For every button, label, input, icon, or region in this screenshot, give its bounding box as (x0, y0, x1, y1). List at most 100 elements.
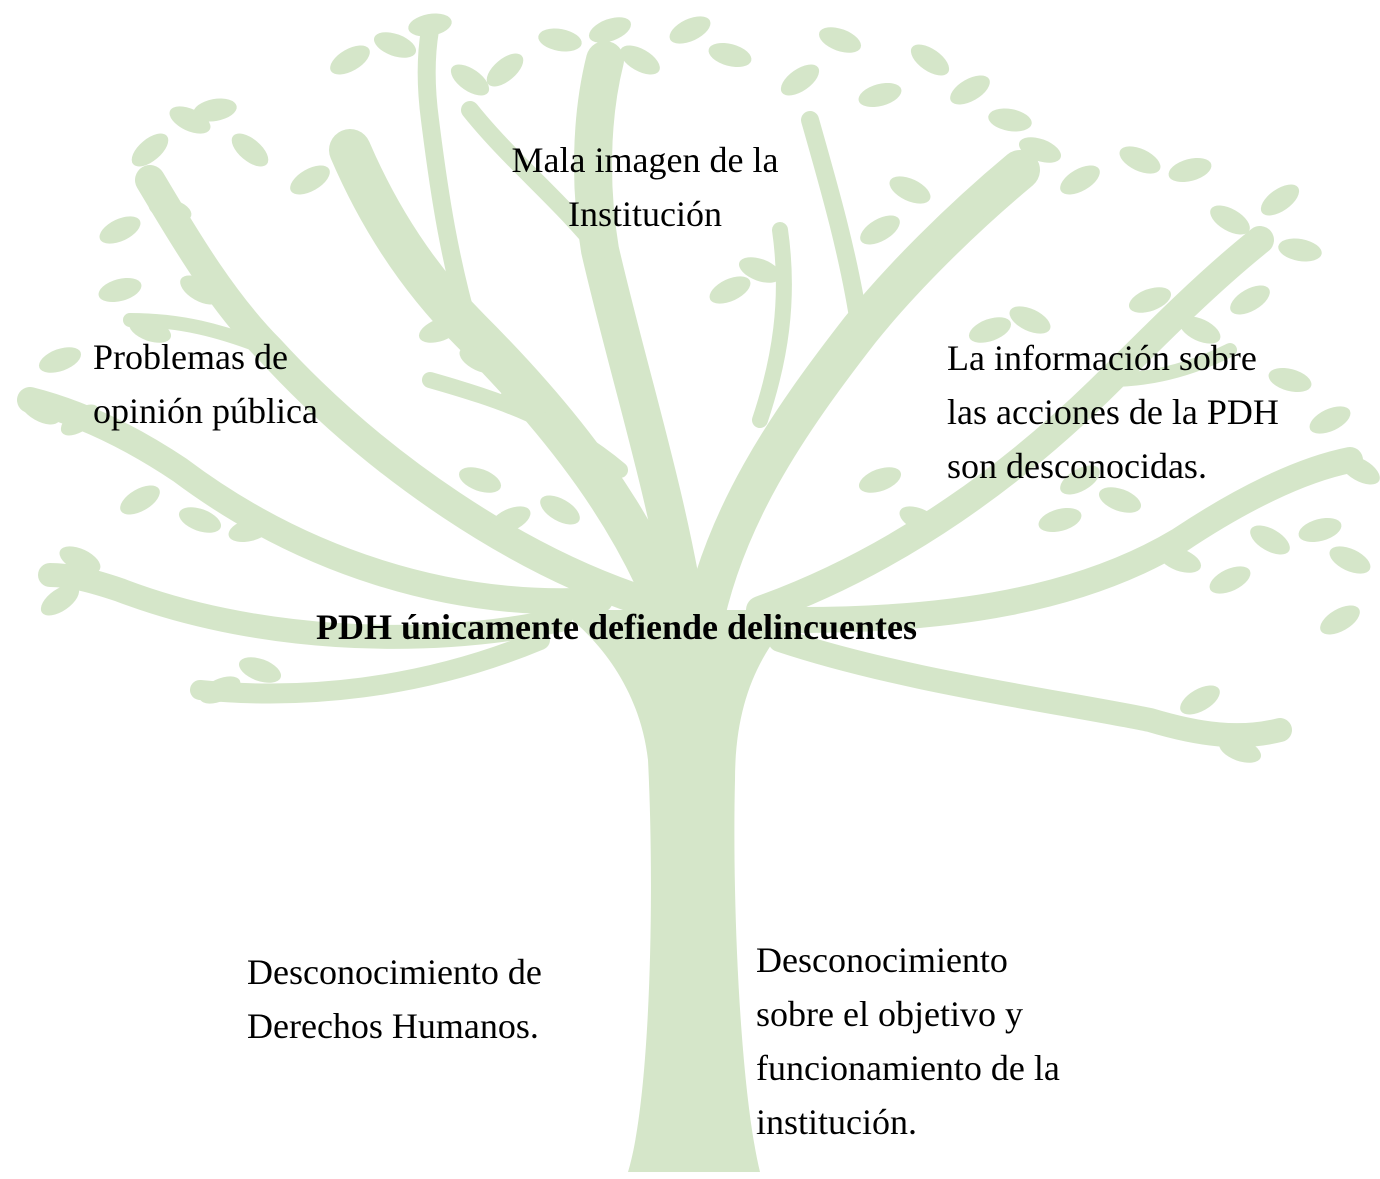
cause-right-line: funcionamiento de la (756, 1048, 1060, 1088)
tree-branch (746, 226, 1274, 624)
cause-left: Desconocimiento de Derechos Humanos. (247, 945, 542, 1053)
leaf (500, 375, 540, 405)
tree-branch (422, 372, 628, 478)
leaf (373, 32, 417, 58)
cause-right: Desconocimiento sobre el objetivo y func… (756, 933, 1060, 1149)
leaf (588, 17, 632, 43)
leaf (231, 133, 269, 167)
effect-right-line: las acciones de la PDH (947, 392, 1279, 432)
leaf (1329, 546, 1371, 574)
leaf (858, 467, 902, 493)
cause-right-line: sobre el objetivo y (756, 994, 1023, 1034)
tree-branch (768, 628, 1292, 748)
leaf (1060, 165, 1100, 195)
leaf (20, 395, 60, 425)
leaf (450, 64, 490, 96)
leaf (858, 82, 902, 108)
leaf (290, 165, 330, 195)
tree-branch (135, 165, 655, 615)
tree-branch (38, 563, 572, 649)
leaf (818, 27, 862, 53)
leaf (489, 506, 531, 534)
leaf (538, 28, 582, 52)
tree-branch (417, 21, 479, 339)
effect-top-line: Institución (568, 194, 722, 234)
leaf (950, 75, 990, 105)
leaf (1060, 465, 1100, 495)
leaf (968, 317, 1012, 343)
central-problem: PDH únicamente defiende delincuentes (316, 607, 917, 647)
leaf (486, 53, 524, 87)
leaf (708, 42, 752, 68)
tree-branch (329, 129, 701, 661)
tree-branch (190, 630, 550, 704)
leaf (59, 546, 101, 574)
leaf (1038, 507, 1082, 533)
effect-right-line: son desconocidas. (947, 446, 1207, 486)
leaf (199, 676, 241, 704)
leaf (458, 467, 502, 493)
leaf (418, 317, 462, 343)
leaf (1210, 205, 1250, 235)
leaf (1168, 157, 1212, 183)
cause-left-line: Derechos Humanos. (247, 1006, 539, 1046)
leaf (1009, 306, 1051, 334)
leaf (408, 13, 452, 37)
leaf (860, 215, 900, 245)
leaf (238, 657, 282, 683)
leaf (193, 98, 237, 122)
leaf (1018, 137, 1062, 163)
leaf (780, 64, 820, 96)
tree-branch (787, 447, 1363, 633)
leaf (120, 485, 160, 515)
tree-branch (574, 41, 709, 659)
leaf (1320, 605, 1360, 635)
leaf (98, 277, 142, 303)
leaf (910, 44, 950, 76)
tree-branch (1103, 343, 1237, 387)
leaf (1209, 566, 1251, 594)
leaf (131, 133, 169, 167)
tree-branch (461, 101, 609, 259)
leaf (709, 276, 751, 304)
leaf (540, 495, 580, 525)
leaf (38, 347, 82, 373)
leaf (1098, 487, 1142, 513)
leaf (1158, 547, 1202, 573)
leaf (1218, 737, 1262, 763)
effect-left-line: opinión pública (93, 391, 318, 431)
cause-right-line: Desconocimiento (756, 940, 1008, 980)
leaf (669, 16, 711, 44)
leaf (1119, 146, 1161, 174)
cause-right-line: institución. (756, 1102, 917, 1142)
leaf (1309, 406, 1351, 434)
leaf (60, 404, 100, 436)
leaf (330, 45, 370, 75)
leaf (40, 584, 80, 616)
tree-branch (801, 111, 869, 339)
leaf (988, 108, 1032, 132)
leaf (738, 257, 782, 283)
leaf (1250, 525, 1290, 555)
leaf (228, 517, 272, 543)
leaf (1180, 685, 1220, 715)
tree-branch (752, 222, 792, 428)
leaf (180, 275, 220, 305)
leaf (620, 45, 660, 75)
leaf (1260, 184, 1300, 216)
leaf (128, 317, 172, 343)
leaf (1268, 367, 1312, 393)
leaf (1340, 455, 1380, 485)
leaf (1128, 287, 1172, 313)
leaf (899, 506, 941, 534)
leaf (1179, 316, 1221, 344)
leaf (459, 346, 501, 374)
leaf (889, 176, 931, 204)
effect-left-line: Problemas de (93, 337, 288, 377)
leaf (1230, 285, 1270, 315)
leaf (148, 197, 192, 223)
tree-trunk (560, 610, 800, 1172)
leaf (1298, 517, 1342, 543)
effect-top-line: Mala imagen de la (511, 140, 779, 180)
effect-left: Problemas de opinión pública (93, 330, 318, 438)
